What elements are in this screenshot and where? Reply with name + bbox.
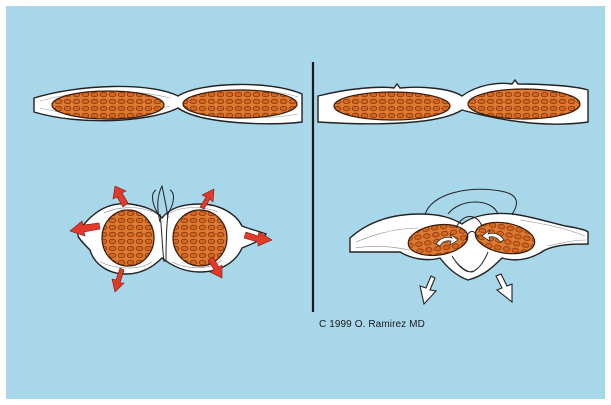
left-top-muscle-section <box>34 84 302 123</box>
white-arrow-down-left <box>420 276 436 304</box>
right-top-muscle-section <box>318 80 588 124</box>
right-top-muscle-belly-2 <box>468 89 580 119</box>
white-arrow-down-right <box>496 274 512 302</box>
copyright-credit: C 1999 O. Ramirez MD <box>319 319 425 330</box>
left-bottom-muscle-2 <box>173 210 227 266</box>
right-top-muscle-belly-1 <box>334 92 450 120</box>
left-bottom-muscle-1 <box>102 210 154 266</box>
left-bottom-closure <box>70 186 272 292</box>
right-bottom-repair <box>350 189 588 304</box>
left-top-muscle-belly-2 <box>183 90 297 118</box>
left-top-muscle-belly-1 <box>52 91 164 119</box>
